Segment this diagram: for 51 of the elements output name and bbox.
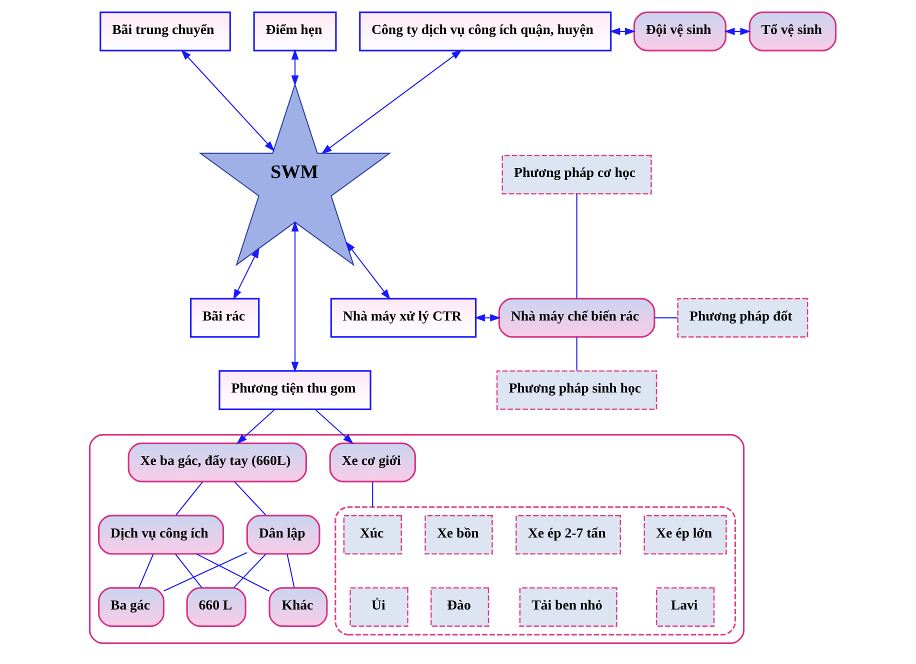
node-box: Phương pháp cơ học (501, 154, 652, 194)
arrow (180, 49, 274, 152)
node-box: Tổ vệ sinh (748, 11, 836, 52)
node-box: Nhà máy chế biến rác (498, 298, 655, 338)
node-box: Đào (430, 587, 489, 627)
arrow (232, 247, 259, 300)
node-box: Tải ben nhỏ (518, 587, 617, 627)
connector (196, 554, 269, 592)
node-box: Xe cơ giới (328, 442, 416, 482)
connector (175, 482, 202, 516)
node-box: Điểm hẹn (252, 11, 336, 52)
node-box: Khác (268, 587, 328, 627)
connector (234, 482, 266, 516)
node-box: 660 L (186, 587, 246, 627)
node-box: Xe ép 2-7 tấn (515, 514, 621, 555)
node-box: Ba gác (98, 587, 164, 627)
node-box: Phương pháp sinh học (496, 370, 657, 410)
node-box: Nhà máy xử lý CTR (330, 298, 476, 338)
connector (576, 337, 577, 370)
connector (372, 482, 373, 508)
node-box: Lavi (655, 587, 714, 627)
arrow (314, 409, 354, 444)
arrow (290, 220, 298, 372)
node-box: Đội vệ sinh (632, 11, 726, 52)
node-box: Xúc (342, 514, 402, 555)
node-box: Công ty dịch vụ công ích quận, huyện (358, 11, 612, 52)
arrow (290, 49, 298, 86)
node-box: Phương pháp đốt (676, 298, 808, 338)
arrow (724, 28, 750, 36)
node-box: Dân lập (246, 514, 320, 555)
node-box: Phương tiện thu gom (218, 370, 371, 410)
arrow (236, 409, 274, 444)
node-box: Bãi trung chuyển (99, 11, 230, 52)
node-box: Dịch vụ công ích (98, 514, 224, 555)
connector (286, 554, 294, 588)
arrow (320, 50, 462, 154)
connector (233, 554, 266, 588)
arrow (609, 28, 636, 36)
node-box: Xe ba gác, đẩy tay (660L) (127, 442, 306, 482)
node-box: Xe ép lớn (643, 514, 726, 555)
connector (174, 554, 202, 588)
cluster (334, 506, 736, 636)
arrow (474, 314, 500, 322)
arrow (344, 241, 390, 300)
connector (654, 317, 678, 318)
connector (163, 552, 247, 592)
node-box: Bãi rác (189, 298, 260, 338)
connector (138, 554, 154, 588)
node-box: Xe bồn (424, 514, 492, 555)
node-box: Ủi (349, 587, 408, 627)
connector (576, 194, 577, 299)
